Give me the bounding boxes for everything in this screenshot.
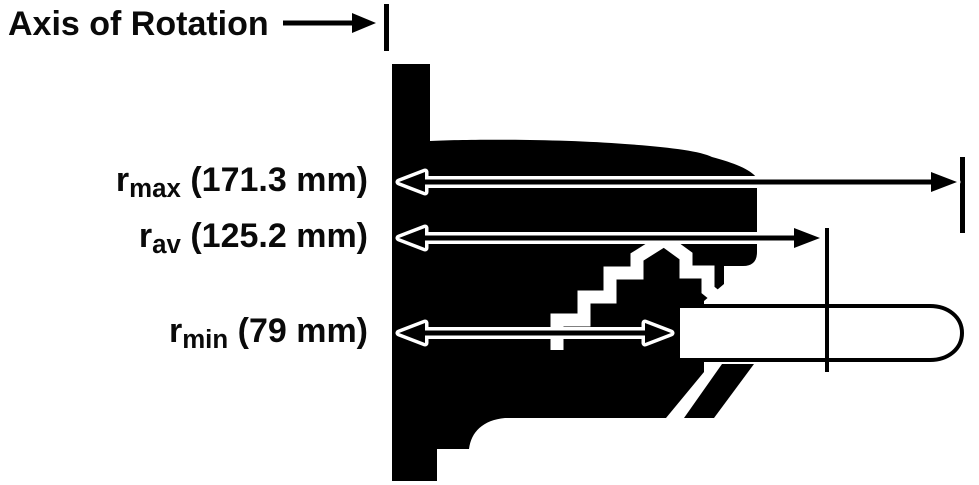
r-max-subscript: max bbox=[129, 174, 181, 203]
stepped-seal-channel bbox=[550, 232, 728, 350]
r-min-subscript: min bbox=[182, 325, 229, 354]
r-min-value: (79 mm) bbox=[237, 312, 368, 350]
r-max-label: rmax (171.3 mm) bbox=[116, 158, 368, 205]
r-max-symbol: r bbox=[115, 161, 130, 199]
axis-pointer-arrow bbox=[283, 13, 376, 33]
axis-of-rotation-line bbox=[384, 4, 389, 51]
axis-of-rotation-label: Axis of Rotation bbox=[8, 5, 269, 43]
r-av-dimension-arrow bbox=[395, 224, 824, 252]
r-av-reference-line bbox=[825, 228, 829, 372]
r-max-reference-tick bbox=[960, 157, 965, 233]
rotor-body-silhouette bbox=[392, 64, 757, 481]
r-av-value: (125.2 mm) bbox=[190, 217, 368, 255]
r-min-symbol: r bbox=[168, 312, 183, 350]
rotor-lower-lug bbox=[684, 364, 754, 418]
r-av-subscript: av bbox=[152, 230, 181, 259]
r-max-value: (171.3 mm) bbox=[190, 161, 368, 199]
r-min-label: rmin (79 mm) bbox=[169, 309, 368, 356]
r-min-dimension-arrow bbox=[395, 319, 675, 347]
r-av-label: rav (125.2 mm) bbox=[139, 214, 368, 261]
shaft-sleeve bbox=[676, 304, 965, 362]
r-av-symbol: r bbox=[138, 217, 153, 255]
r-max-dimension-arrow bbox=[395, 168, 961, 196]
